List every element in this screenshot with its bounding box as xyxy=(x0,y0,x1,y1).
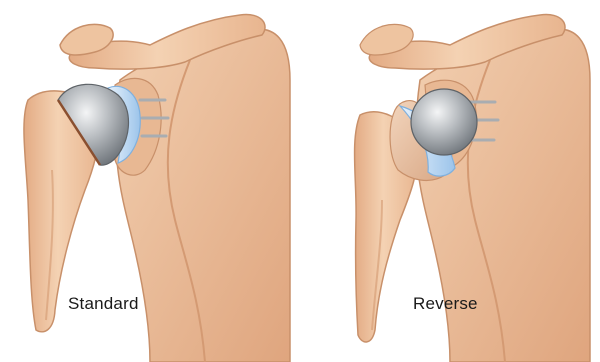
label-standard: Standard xyxy=(68,294,139,314)
glenosphere-implant xyxy=(411,89,477,155)
standard-shoulder-illustration xyxy=(0,0,300,362)
reverse-shoulder-panel: Reverse xyxy=(300,0,600,362)
standard-shoulder-panel: Standard xyxy=(0,0,300,362)
label-reverse: Reverse xyxy=(413,294,478,314)
